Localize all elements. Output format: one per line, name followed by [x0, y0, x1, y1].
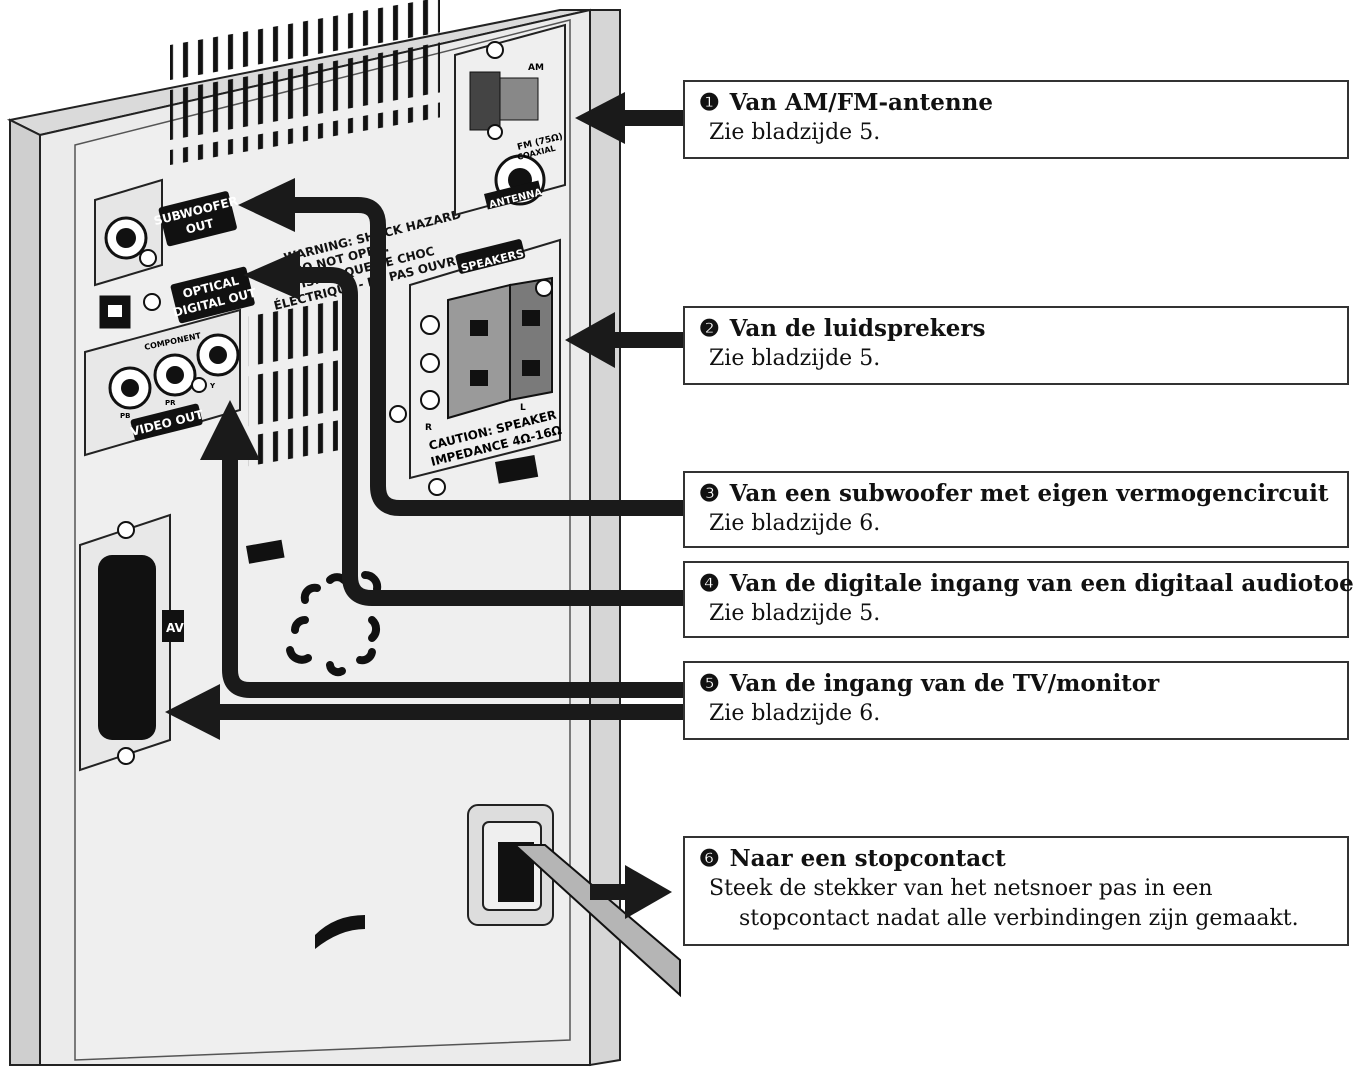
arrow-5a-line: [222, 455, 683, 698]
vent-slots: [170, 0, 440, 467]
callout-6-title: Naar een stopcontact: [729, 845, 1006, 872]
callout-3-desc: Zie bladzijde 6.: [709, 511, 881, 536]
speaker-l-label: L: [520, 403, 526, 413]
callout-4-title: Van de digitale ingang van een digitaal …: [729, 570, 1354, 597]
arrow-5b-head: [165, 684, 220, 740]
callout-tv: ❺ Van de ingang van de TV/monitor Zie bla…: [683, 661, 1349, 740]
av-label: AV: [166, 621, 184, 635]
optical-digital-out-jack: [99, 293, 161, 329]
callout-6-desc: Steek de stekker van het netsnoer pas in…: [709, 876, 1213, 901]
pb-label: PB: [120, 412, 130, 420]
panel-slot: [246, 539, 285, 564]
callout-5-number: ❺: [699, 670, 720, 697]
optical-label: OPTICAL DIGITAL OUT: [170, 266, 258, 324]
callout-2-title: Van de luidsprekers: [729, 315, 986, 342]
callout-1-title: Van AM/FM-antenne: [729, 89, 993, 116]
antenna-terminal: AM FM (75Ω) COAXIAL ANTENNA: [454, 23, 566, 217]
callout-6-desc-line2: stopcontact nadat alle verbindingen zijn…: [739, 906, 1299, 931]
callout-3-title: Van een subwoofer met eigen vermogencirc…: [729, 480, 1329, 507]
speaker-terminals: SPEAKERS R L CAUTION: SPEAKER IMPEDANCE …: [409, 238, 563, 496]
callout-4-desc: Zie bladzijde 5.: [709, 601, 881, 626]
am-label: AM: [528, 63, 544, 73]
scart-av-connector: AV: [79, 513, 184, 772]
arrow-heads: [165, 92, 672, 919]
speaker-r-label: R: [425, 423, 432, 433]
callout-outlet: ❻ Naar een stopcontact Steek de stekker v…: [683, 836, 1349, 946]
callout-2-number: ❷: [699, 315, 720, 342]
callout-speakers: ❷ Van de luidsprekers Zie bladzijde 5.: [683, 306, 1349, 385]
power-cord: [512, 844, 681, 998]
ac-inlet: [467, 804, 554, 926]
subwoofer-label-line2: OUT: [184, 216, 215, 237]
callout-3-number: ❸: [699, 480, 720, 507]
callout-subwoofer: ❸ Van een subwoofer met eigen vermogencir…: [683, 471, 1349, 548]
arrow-4-head: [243, 250, 300, 300]
callout-digital: ❹ Van de digitale ingang van een digitaal…: [683, 561, 1354, 638]
pr-label: PR: [165, 399, 176, 407]
arrow-2-head: [565, 312, 615, 368]
callout-6-number: ❻: [699, 845, 720, 872]
callout-5-title: Van de ingang van de TV/monitor: [729, 670, 1160, 697]
subwoofer-out-label: SUBWOOFER OUT: [152, 191, 239, 247]
arrow-3-line: [290, 197, 683, 516]
arrow-5a-head: [200, 400, 260, 460]
callout-5-desc: Zie bladzijde 6.: [709, 701, 881, 726]
unit-left-side: [9, 118, 41, 1066]
arrow-1-head: [575, 92, 625, 144]
callout-2-desc: Zie bladzijde 5.: [709, 346, 881, 371]
callout-1-desc: Zie bladzijde 5.: [709, 120, 881, 145]
connection-arrows: [215, 110, 683, 900]
y-label: Y: [209, 382, 216, 390]
arrow-3-head: [238, 178, 295, 232]
arrow-6-head: [625, 865, 672, 919]
callout-antenna: ❶ Van AM/FM-antenne Zie bladzijde 5.: [683, 80, 1349, 159]
panel-screw: [389, 405, 407, 423]
callout-4-number: ❹: [699, 570, 720, 597]
callout-1-number: ❶: [699, 89, 720, 116]
subwoofer-out-jack: [94, 178, 163, 287]
bottom-handle: [315, 915, 365, 949]
arrow-4-line: [295, 267, 683, 606]
